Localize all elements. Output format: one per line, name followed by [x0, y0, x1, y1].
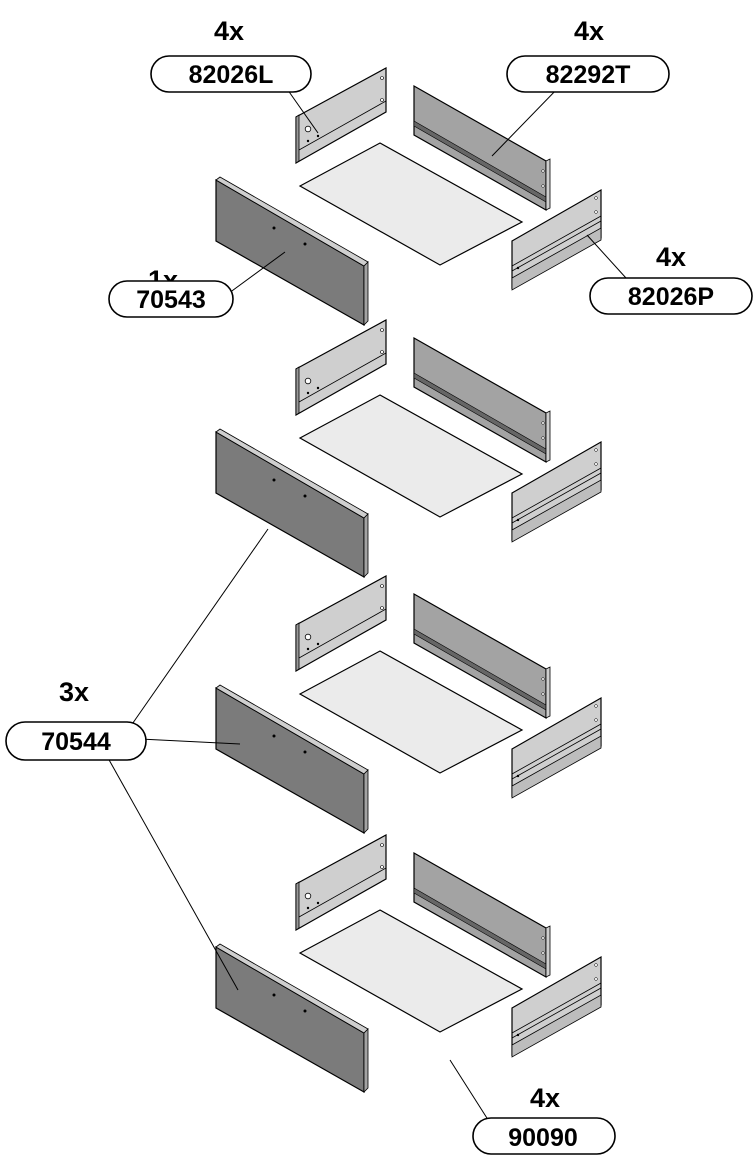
qty-label: 4x [214, 16, 244, 46]
leader-70544-c [107, 757, 239, 991]
leader-82026P [586, 234, 627, 279]
callout-82026L: 4x 82026L [150, 16, 312, 93]
part-number: 70544 [41, 728, 111, 756]
qty-label: 4x [574, 16, 604, 46]
drawer-set-4 [215, 834, 602, 1093]
leader-70543 [224, 251, 286, 297]
leader-82292T [491, 85, 561, 157]
leader-70544-a [127, 528, 269, 731]
drawer-set-1 [215, 67, 602, 326]
callout-70544: 3x 70544 [5, 677, 147, 761]
part-number: 90090 [508, 1124, 578, 1152]
drawer-set-2 [215, 319, 602, 578]
leader-82026L [284, 85, 319, 134]
callout-82292T: 4x 82292T [506, 16, 670, 93]
callout-82026P: 4x 82026P [589, 242, 753, 315]
callout-90090: 4x 90090 [472, 1083, 616, 1155]
qty-label: 4x [656, 242, 686, 272]
callout-70543: 1x 70543 [108, 265, 234, 318]
part-number: 82292T [546, 61, 631, 89]
part-number: 70543 [136, 286, 206, 314]
part-number: 82026P [628, 283, 714, 311]
leader-70544-b [139, 738, 241, 745]
qty-label: 3x [59, 677, 89, 707]
qty-label: 4x [530, 1083, 560, 1113]
drawer-set-3 [215, 575, 602, 834]
part-number: 82026L [189, 61, 274, 89]
leader-lines [107, 85, 627, 1138]
